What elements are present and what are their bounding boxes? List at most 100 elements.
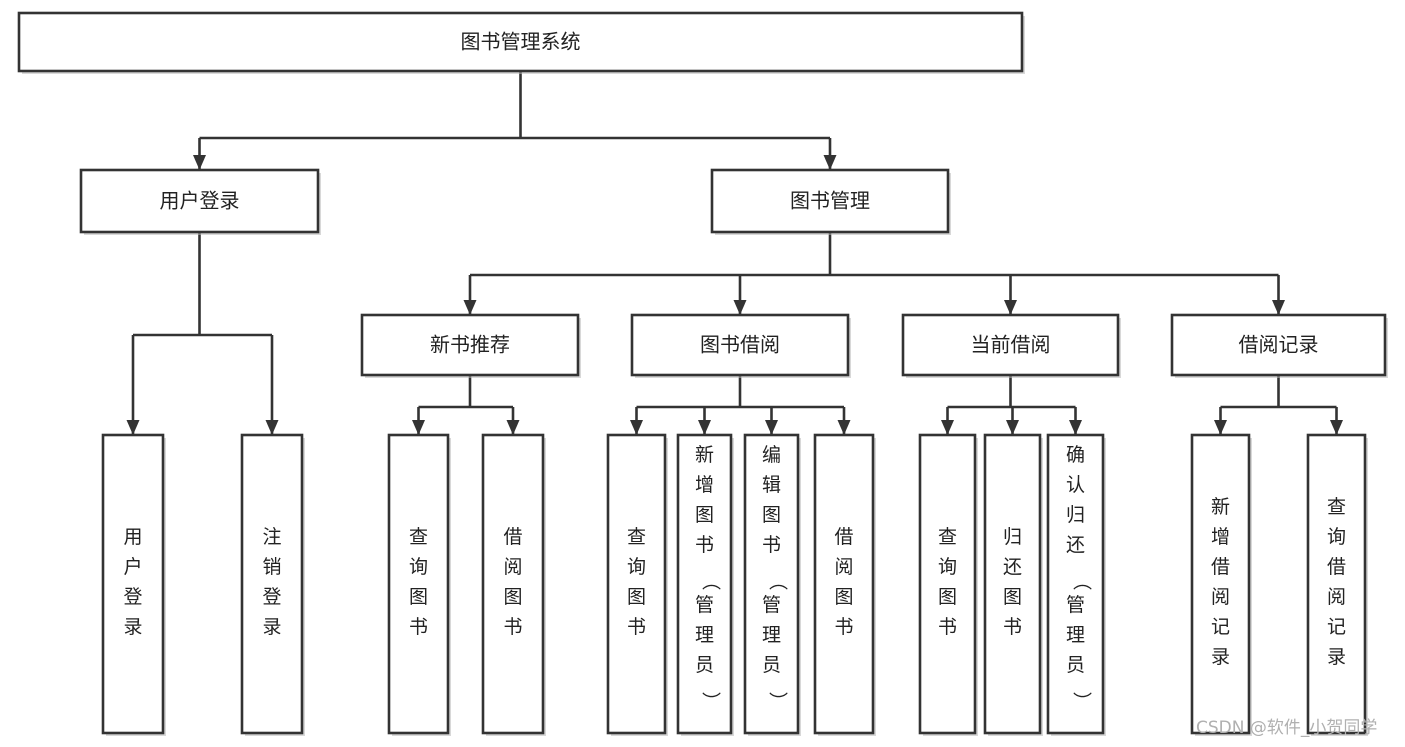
node-new-book-recommend[interactable]: 新书推荐	[360, 313, 581, 378]
node-label-char: 录	[262, 616, 281, 638]
node-box[interactable]	[983, 433, 1042, 735]
arrow-head-icon	[1272, 300, 1285, 315]
node-label-char: 登	[262, 586, 281, 608]
node-label-char: 员	[695, 654, 714, 676]
node-label-char: （	[1071, 571, 1093, 590]
node-label-char: 编	[762, 444, 781, 466]
node-box[interactable]	[630, 313, 850, 377]
node-label-char: 员	[1066, 654, 1085, 676]
edge-group-book-borrow	[630, 375, 851, 435]
node-label-char: 理	[1066, 624, 1085, 646]
node-book-borrow[interactable]: 图书借阅	[630, 313, 851, 378]
node-label-char: 图	[834, 586, 853, 608]
edge-group-new-book-recommend	[412, 375, 520, 435]
node-label: 新书推荐	[430, 333, 510, 357]
edges-layer	[126, 71, 1343, 435]
node-box[interactable]	[813, 433, 875, 735]
arrow-head-icon	[412, 420, 425, 435]
node-label-char: 阅	[1211, 586, 1230, 608]
node-label-char: 阅	[834, 556, 853, 578]
node-label-char: 查	[1327, 496, 1346, 518]
node-label: 图书管理	[790, 189, 870, 213]
node-box[interactable]	[1306, 433, 1367, 735]
node-label-char: ）	[1071, 691, 1093, 710]
node-box[interactable]	[360, 313, 580, 377]
node-label-char: 图	[503, 586, 522, 608]
edge-group-book-manage	[463, 232, 1285, 315]
node-borrow-record[interactable]: 借阅记录	[1170, 313, 1388, 378]
node-box[interactable]	[901, 313, 1120, 377]
node-box[interactable]	[1190, 433, 1251, 735]
node-box[interactable]	[743, 433, 800, 735]
arrow-head-icon	[1006, 420, 1019, 435]
node-label-char: 管	[695, 594, 714, 616]
node-book-manage[interactable]: 图书管理	[710, 168, 951, 235]
node-label-char: 书	[834, 616, 853, 638]
node-label-char: 注	[262, 526, 281, 548]
node-label-char: 记	[1327, 616, 1346, 638]
arrow-head-icon	[823, 155, 837, 170]
node-label-char: 员	[762, 654, 781, 676]
node-label: 图书管理系统	[461, 30, 581, 54]
arrow-head-icon	[506, 420, 520, 435]
node-leaf-user-login[interactable]: 用户登录	[101, 433, 166, 736]
node-label-char: 书	[503, 616, 522, 638]
edge-group-root	[193, 71, 837, 170]
node-label-char: 记	[1211, 616, 1230, 638]
node-label-char: 确	[1066, 444, 1085, 466]
node-box[interactable]	[101, 433, 165, 735]
node-label: 图书借阅	[700, 333, 780, 357]
arrow-head-icon	[1069, 420, 1082, 435]
node-box[interactable]	[1170, 313, 1387, 377]
node-current-borrow[interactable]: 当前借阅	[901, 313, 1121, 378]
node-label-char: 管	[1066, 594, 1085, 616]
node-root[interactable]: 图书管理系统	[17, 11, 1025, 74]
node-label-char: 图	[762, 504, 781, 526]
arrow-head-icon	[126, 420, 140, 435]
arrow-head-icon	[698, 420, 711, 435]
node-label-char: 还	[1003, 556, 1022, 578]
node-label-char: 查	[409, 526, 428, 548]
node-label-char: 借	[1327, 556, 1346, 578]
node-box[interactable]	[240, 433, 304, 735]
arrow-head-icon	[837, 420, 851, 435]
node-label-char: 询	[938, 556, 957, 578]
node-box[interactable]	[17, 11, 1024, 73]
node-label-char: ）	[767, 691, 789, 710]
node-box[interactable]	[606, 433, 667, 735]
node-label-char: 图	[695, 504, 714, 526]
node-box[interactable]	[79, 168, 320, 234]
arrow-head-icon	[630, 420, 643, 435]
node-label-char: 借	[1211, 556, 1230, 578]
node-box[interactable]	[710, 168, 950, 234]
node-label-char: 借	[503, 526, 522, 548]
node-label-char: 理	[762, 624, 781, 646]
node-label-char: 图	[409, 586, 428, 608]
node-box[interactable]	[676, 433, 733, 735]
node-box[interactable]	[387, 433, 450, 735]
node-label-char: 增	[695, 474, 714, 496]
node-box[interactable]	[1046, 433, 1105, 735]
node-label-char: 辑	[762, 474, 781, 496]
arrow-head-icon	[733, 300, 747, 315]
node-box[interactable]	[481, 433, 545, 735]
node-user-login[interactable]: 用户登录	[79, 168, 321, 235]
node-box[interactable]	[918, 433, 977, 735]
node-label-char: 书	[409, 616, 428, 638]
node-label-char: 书	[627, 616, 646, 638]
node-label-char: 户	[123, 556, 142, 578]
arrow-head-icon	[193, 155, 206, 170]
node-label-char: 销	[262, 556, 281, 578]
